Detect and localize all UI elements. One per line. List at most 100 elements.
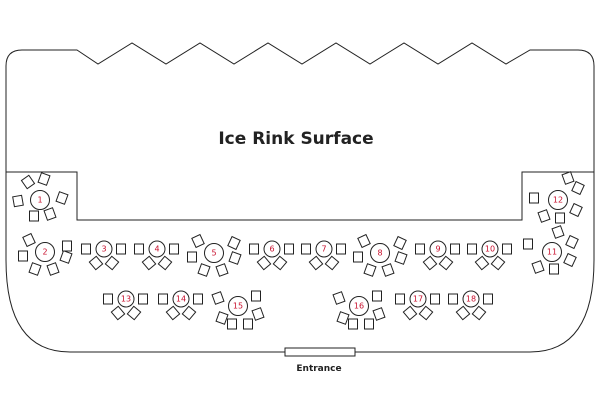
table-top [349, 296, 369, 316]
chair [372, 307, 386, 321]
chair [537, 209, 551, 223]
chair [157, 255, 173, 271]
table-13[interactable]: 13 [103, 290, 148, 321]
chair [422, 255, 438, 271]
table-15[interactable]: 15 [211, 290, 265, 330]
chair [569, 202, 583, 218]
chair [181, 305, 197, 321]
table-top [409, 290, 427, 308]
table-2[interactable]: 2 [18, 232, 73, 276]
table-3[interactable]: 3 [81, 240, 126, 271]
chair [438, 255, 454, 271]
chair [357, 233, 371, 249]
table-top [481, 240, 499, 258]
table-9[interactable]: 9 [415, 240, 460, 271]
table-10[interactable]: 10 [467, 240, 512, 271]
table-top [172, 290, 190, 308]
chair [363, 263, 377, 277]
chair [59, 250, 73, 264]
chair [490, 255, 506, 271]
table-14[interactable]: 14 [158, 290, 203, 321]
table-number: 3 [101, 245, 106, 254]
chair [430, 293, 440, 305]
table-top [30, 190, 50, 210]
table-number: 11 [547, 248, 557, 257]
table-4[interactable]: 4 [134, 240, 179, 271]
table-top [462, 290, 480, 308]
chair [393, 235, 407, 251]
table-7[interactable]: 7 [301, 240, 346, 271]
chair [348, 318, 358, 330]
table-top [35, 242, 55, 262]
entrance-label: Entrance [296, 364, 341, 374]
table-top [263, 240, 281, 258]
chair [28, 262, 42, 276]
table-12[interactable]: 12 [529, 171, 585, 224]
chair [215, 263, 229, 277]
chair [332, 291, 346, 305]
table-number: 13 [121, 295, 131, 304]
chair [471, 305, 487, 321]
table-number: 15 [233, 302, 243, 311]
chair [104, 255, 120, 271]
table-top [204, 243, 224, 263]
chair [227, 318, 237, 330]
chair [455, 305, 471, 321]
table-number: 5 [211, 249, 216, 258]
chair [29, 210, 39, 222]
table-top [117, 290, 135, 308]
table-number: 9 [435, 245, 440, 254]
table-top [542, 242, 562, 262]
chair [228, 251, 242, 265]
chair [20, 174, 36, 190]
chair [555, 212, 565, 224]
chair [563, 252, 577, 268]
chair [62, 240, 72, 252]
chair [251, 290, 261, 302]
chair [301, 243, 311, 255]
chair [324, 255, 340, 271]
chair [502, 243, 512, 255]
chair [193, 293, 203, 305]
table-11[interactable]: 11 [523, 225, 579, 275]
venue-outline [5, 42, 595, 353]
chair [116, 243, 126, 255]
chair [353, 251, 363, 263]
chair [372, 290, 382, 302]
table-number: 8 [377, 249, 382, 258]
table-1[interactable]: 1 [12, 172, 69, 222]
table-top [429, 240, 447, 258]
table-top [315, 240, 333, 258]
table-5[interactable]: 5 [187, 233, 242, 277]
chair [256, 255, 272, 271]
chair [12, 194, 24, 208]
table-number: 10 [485, 245, 495, 254]
chair [22, 232, 36, 248]
chair [46, 262, 60, 276]
entrance-door [284, 347, 356, 357]
table-number: 7 [321, 245, 326, 254]
table-6[interactable]: 6 [249, 240, 294, 271]
table-number: 6 [269, 245, 274, 254]
table-number: 16 [354, 302, 364, 311]
chair [336, 311, 350, 325]
table-18[interactable]: 18 [448, 290, 493, 321]
chair [418, 305, 434, 321]
chair [227, 235, 241, 251]
chair [364, 318, 374, 330]
chair [402, 305, 418, 321]
chair [18, 250, 28, 262]
chair [381, 263, 395, 277]
chair [450, 243, 460, 255]
table-8[interactable]: 8 [353, 233, 408, 277]
table-number: 12 [553, 196, 563, 205]
chair [141, 255, 157, 271]
table-number: 17 [413, 295, 423, 304]
table-16[interactable]: 16 [332, 290, 386, 330]
rink-boundary [6, 171, 594, 221]
chair [243, 318, 253, 330]
chair [551, 225, 565, 239]
table-17[interactable]: 17 [395, 290, 440, 321]
